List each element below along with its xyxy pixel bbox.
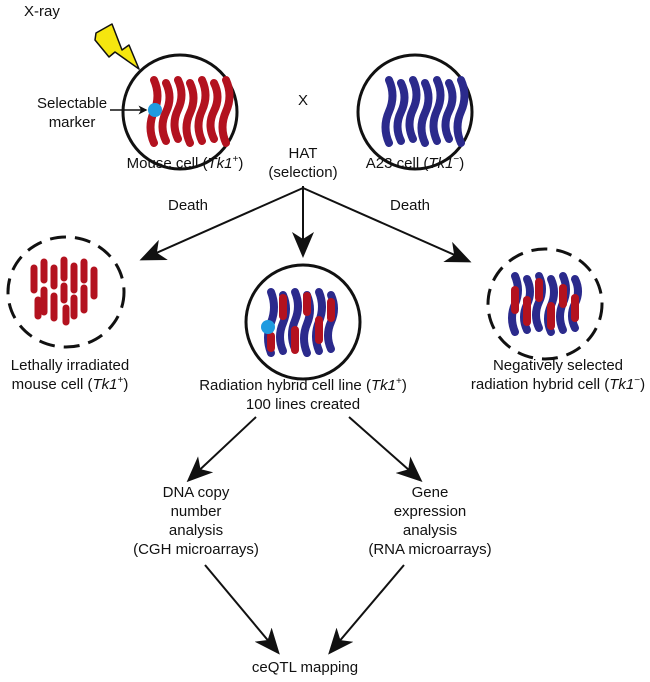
chromosome bbox=[194, 76, 210, 145]
lethal-cell-label: Lethally irradiated mouse cell (Tk1+) bbox=[10, 357, 130, 393]
death-label-right: Death bbox=[389, 197, 431, 214]
chromosome bbox=[453, 76, 469, 147]
chromosome bbox=[182, 79, 198, 147]
arrow-gene-to-ceqtl bbox=[328, 564, 405, 655]
arrow-to-gene-expression bbox=[348, 416, 423, 482]
a23-cell-label: A23 cell (Tk1−) bbox=[365, 154, 465, 173]
arrow-dna-to-ceqtl bbox=[204, 564, 280, 655]
negative-cell-label: Negatively selected radiation hybrid cel… bbox=[470, 357, 646, 393]
selectable-marker-label: Selectable marker bbox=[37, 95, 108, 131]
hybrid-marker-dot bbox=[261, 320, 275, 334]
chromosome bbox=[429, 76, 445, 145]
gene-expression-label: Gene expression analysis (RNA microarray… bbox=[368, 484, 492, 558]
arrow-to-negative bbox=[302, 187, 472, 263]
negative-cell bbox=[486, 247, 604, 361]
chromosome bbox=[158, 79, 174, 145]
lightning-bolt-icon bbox=[94, 23, 140, 70]
hybrid-cell bbox=[244, 263, 362, 381]
hybrid-cell-label: Radiation hybrid cell line (Tk1+) 100 li… bbox=[199, 376, 407, 414]
chromosome bbox=[441, 79, 457, 143]
arrow-to-lethal bbox=[139, 187, 304, 261]
chromosome bbox=[381, 76, 397, 147]
dna-copy-number-label: DNA copy number analysis (CGH microarray… bbox=[133, 484, 259, 558]
arrow-to-dna-analysis bbox=[186, 416, 257, 483]
mouse-cell-label: Mouse cell (Tk1+) bbox=[126, 154, 244, 173]
cross-symbol: X bbox=[297, 92, 308, 109]
chromosome bbox=[417, 79, 433, 147]
chromosome bbox=[393, 79, 409, 145]
mouse-cell bbox=[121, 53, 239, 171]
death-label-left: Death bbox=[167, 197, 209, 214]
chromosome bbox=[405, 76, 421, 143]
chromosome bbox=[206, 79, 222, 143]
selectable-marker-dot bbox=[148, 103, 162, 117]
ceqtl-mapping-label: ceQTL mapping bbox=[251, 659, 359, 676]
a23-cell bbox=[356, 53, 474, 171]
lethal-cell bbox=[6, 235, 126, 349]
chromosome bbox=[170, 76, 186, 143]
chromosome bbox=[218, 76, 234, 147]
xray-label: X-ray bbox=[24, 3, 60, 20]
hat-selection-label: HAT (selection) bbox=[268, 145, 338, 181]
